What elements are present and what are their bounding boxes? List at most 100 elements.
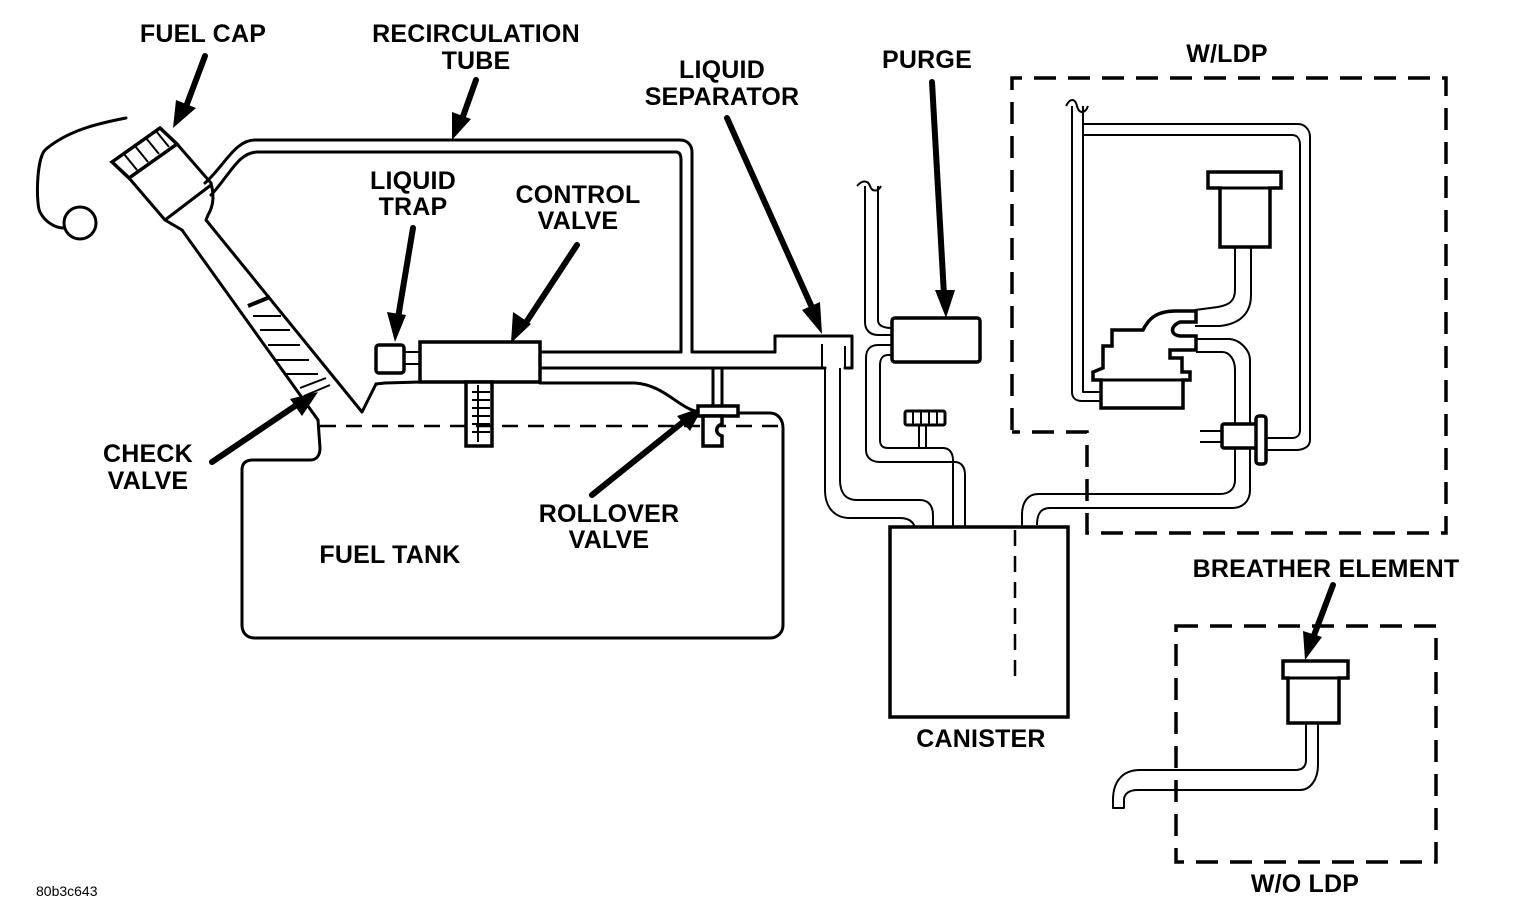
- control-valve: [418, 340, 542, 384]
- arrow-purge-head: [935, 290, 955, 318]
- ldp-pump-outlet-inner: [1196, 351, 1236, 424]
- rollover-valve-body: [701, 414, 724, 448]
- recirculation-tube: [203, 138, 694, 354]
- filler-neck: [127, 142, 378, 422]
- label-liquid-trap-line2: TRAP: [379, 193, 448, 221]
- control-valve-assembly: [374, 340, 827, 448]
- filler-neck-left-wall: [127, 176, 320, 422]
- cap-tether-ring: [62, 205, 98, 241]
- recirc-tube-inner: [209, 150, 683, 354]
- purge-connector: [903, 409, 947, 427]
- arrow-purge: [929, 79, 947, 298]
- labels: FUEL CAP RECIRCULATION TUBE LIQUID TRAP …: [36, 20, 1459, 899]
- purge-solenoid-body: [890, 316, 982, 364]
- ldp-loop-outer: [1083, 123, 1311, 451]
- w-ldp-group: [1010, 76, 1448, 535]
- label-recirculation-tube-line1: RECIRCULATION: [372, 20, 580, 48]
- label-canister: CANISTER: [916, 725, 1045, 753]
- label-liquid-separator-line1: LIQUID: [679, 56, 765, 84]
- liquid-trap: [374, 343, 406, 375]
- ldp-valve-flange: [1254, 414, 1268, 466]
- filler-neck-right-wall: [175, 142, 378, 414]
- filler-neck-hatch-top: [247, 295, 271, 308]
- ldp-filter-hose-right: [1195, 247, 1252, 327]
- cap-tether: [35, 116, 128, 230]
- cap-grip-line: [134, 145, 149, 163]
- wo-ldp-boundary: [1174, 624, 1438, 864]
- arrow-breather-element-head: [1303, 631, 1322, 660]
- ldp-pump: [1091, 309, 1198, 410]
- liquid-separator: [773, 334, 854, 370]
- ldp-filter: [1206, 170, 1283, 249]
- w-ldp-boundary: [1010, 76, 1448, 535]
- arrow-breather-element: [1310, 582, 1336, 641]
- label-check-valve-line1: CHECK: [103, 440, 193, 468]
- label-control-valve-line2: VALVE: [538, 207, 619, 235]
- canister-vent-lines: [824, 368, 934, 531]
- fuel-tank: [240, 366, 785, 640]
- fuel-tank-top: [374, 380, 702, 414]
- label-breather-element: BREATHER ELEMENT: [1193, 555, 1460, 583]
- arrow-liquid-separator-head: [802, 302, 822, 334]
- ldp-valve-body: [1220, 422, 1260, 450]
- purge-line-outer: [864, 186, 892, 336]
- filler-neck-collar: [163, 183, 213, 222]
- vent-line-to-canister-outer: [824, 368, 916, 531]
- cap-grip-line: [123, 153, 138, 171]
- label-liquid-trap-line1: LIQUID: [370, 167, 456, 195]
- arrow-rollover-valve: [589, 419, 686, 498]
- fuel-cap-body: [109, 125, 180, 181]
- cap-grip-line: [145, 137, 160, 155]
- label-rollover-valve-line2: VALVE: [569, 526, 650, 554]
- ldp-vacuum-line-inner: [1082, 106, 1101, 393]
- label-control-valve-line1: CONTROL: [516, 181, 641, 209]
- filler-neck-hatching: [253, 315, 331, 397]
- arrow-check-valve-head: [290, 392, 318, 416]
- ldp-to-canister-inner: [1021, 448, 1236, 527]
- arrow-recirculation-tube: [458, 77, 479, 125]
- breather-element: [1281, 659, 1350, 725]
- label-rollover-valve-line1: ROLLOVER: [539, 500, 680, 528]
- ldp-loop-inner: [1083, 134, 1301, 439]
- fuel-tank-body: [240, 411, 785, 640]
- label-fuel-cap: FUEL CAP: [140, 20, 266, 48]
- vent-line-to-canister-inner: [839, 368, 934, 530]
- fuel-cap: [35, 116, 180, 241]
- ldp-pump-outlet-outer: [1196, 338, 1251, 424]
- arrow-liquid-trap: [395, 225, 416, 321]
- figure-code: 80b3c643: [36, 883, 98, 899]
- ldp-to-canister-outer: [1036, 448, 1251, 526]
- arrow-control-valve: [522, 242, 580, 327]
- label-liquid-separator-line2: SEPARATOR: [645, 83, 800, 111]
- label-recirculation-tube-line2: TUBE: [442, 47, 511, 75]
- leader-arrows: [173, 53, 1336, 660]
- fuel-sender-hatching: [472, 385, 490, 442]
- label-check-valve-line2: VALVE: [108, 467, 189, 495]
- ldp-vacuum-line-outer: [1071, 106, 1101, 402]
- purge-line-inner: [877, 186, 893, 329]
- ldp-filter-hose-left: [1194, 247, 1236, 311]
- breather-hose: [1112, 723, 1319, 809]
- arrow-recirculation-tube-head: [452, 112, 471, 140]
- arrow-liquid-trap-head: [387, 312, 406, 342]
- arrow-fuel-cap: [181, 53, 208, 115]
- arrow-control-valve-head: [511, 312, 531, 343]
- label-fuel-tank: FUEL TANK: [319, 541, 460, 569]
- arrow-liquid-separator: [724, 115, 817, 315]
- canister: [888, 525, 1070, 719]
- arrow-check-valve: [209, 401, 301, 465]
- arrow-fuel-cap-head: [173, 100, 196, 128]
- purge-connector-pins: [912, 412, 938, 424]
- canister-body: [888, 525, 1070, 719]
- label-purge: PURGE: [882, 46, 972, 74]
- cap-grip-line: [155, 130, 170, 148]
- purge-to-canister-outer: [865, 344, 966, 530]
- purge-to-canister-inner: [879, 354, 954, 530]
- label-w-ldp: W/LDP: [1186, 40, 1268, 68]
- ldp-line-break: [1065, 99, 1089, 113]
- recirc-tube-outer: [203, 138, 694, 354]
- wo-ldp-group: [1112, 624, 1438, 864]
- label-wo-ldp: W/O LDP: [1251, 870, 1359, 898]
- purge-solenoid: [856, 180, 982, 530]
